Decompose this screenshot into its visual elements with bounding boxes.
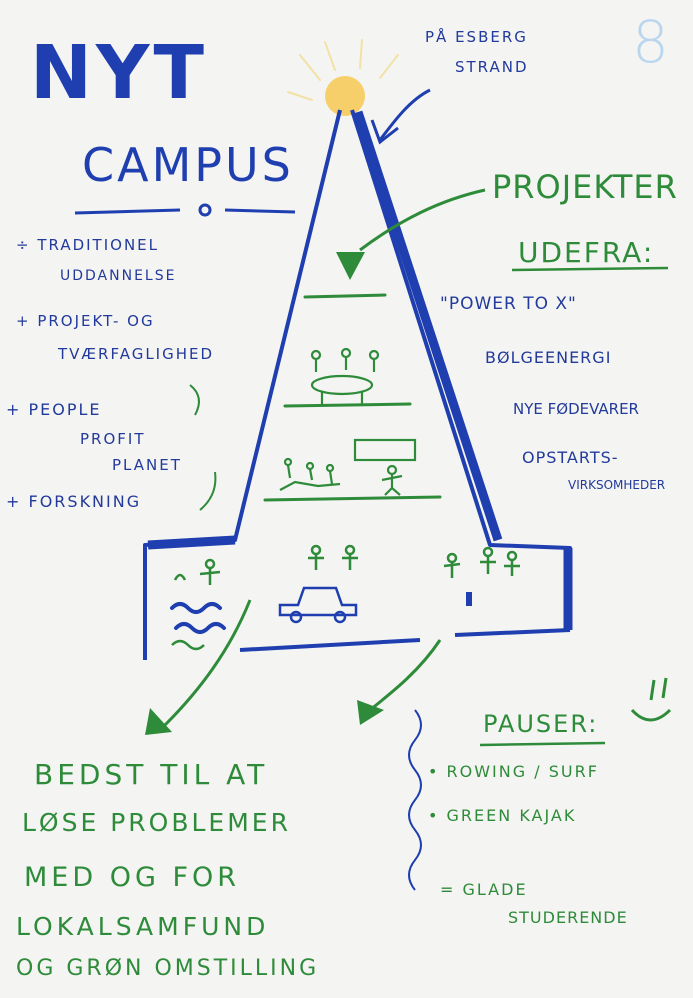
page-number: 8 — [632, 8, 669, 76]
left-list-item: PROFIT — [80, 430, 146, 448]
title-line1: NYT — [30, 30, 208, 116]
lecture-icon — [279, 438, 417, 496]
building-shading — [147, 110, 573, 630]
project-item: NYE FØDEVARER — [513, 400, 639, 418]
car-icon — [278, 586, 358, 624]
left-list-item: + PEOPLE — [6, 400, 102, 419]
triangle-marker-icon — [336, 252, 365, 280]
title-line2: CAMPUS — [82, 138, 294, 192]
projects-subheading: UDEFRA: — [518, 236, 655, 269]
list-arrow — [199, 471, 217, 511]
title-underline — [74, 203, 296, 217]
celebration-icon — [443, 546, 520, 578]
waves-icon — [170, 602, 226, 634]
statement-line: LØSE PROBLEMER — [22, 808, 291, 837]
wavy-divider — [408, 709, 422, 891]
sun-icon — [325, 76, 365, 116]
project-item: VIRKSOMHEDER — [568, 478, 666, 492]
pauses-result: STUDERENDE — [508, 908, 628, 927]
people-icon — [308, 544, 358, 570]
sun-rays — [287, 39, 399, 101]
projects-heading: PROJEKTER — [492, 168, 678, 206]
projects-arrow — [359, 188, 486, 252]
floor-lines — [263, 293, 442, 502]
meeting-table-icon — [310, 347, 380, 405]
statement-line: MED OG FOR — [24, 862, 241, 893]
arrow-head-icon — [145, 708, 172, 735]
arrow-head-icon — [357, 700, 384, 725]
bottle-icon — [466, 592, 472, 606]
pauses-heading: PAUSER: — [483, 710, 599, 738]
statement-line: BEDST TIL AT — [34, 758, 269, 791]
arrow-head-icon — [370, 119, 399, 145]
pauses-result: = GLADE — [440, 880, 528, 899]
project-item: "POWER TO X" — [440, 294, 577, 314]
projects-underline — [511, 266, 669, 272]
sun-label-arrow — [378, 88, 431, 141]
list-arrow — [189, 384, 200, 416]
sun-label-line1: PÅ ESBERG — [425, 28, 528, 46]
left-list-item: PLANET — [112, 456, 182, 474]
project-item: BØLGEENERGI — [485, 348, 612, 367]
pauses-underline — [479, 741, 606, 747]
pauses-item: • ROWING / SURF — [428, 762, 599, 781]
left-list-item: + PROJEKT- OG — [16, 312, 155, 330]
left-list-item: ÷ TRADITIONEL — [16, 236, 159, 254]
statement-line: LOKALSAMFUND — [16, 912, 270, 941]
bottom-arrows — [163, 599, 442, 727]
left-list-item: TVÆRFAGLIGHED — [58, 345, 215, 363]
pauses-item: • GREEN KAJAK — [428, 806, 577, 825]
smiley-icon — [630, 677, 672, 722]
surfer-icon — [171, 558, 221, 651]
project-item: OPSTARTS- — [522, 448, 619, 467]
left-list-item: UDDANNELSE — [60, 268, 177, 284]
left-list-item: + FORSKNING — [6, 492, 142, 511]
sun-label-line2: STRAND — [455, 58, 529, 76]
statement-line: OG GRØN OMSTILLING — [16, 956, 320, 981]
